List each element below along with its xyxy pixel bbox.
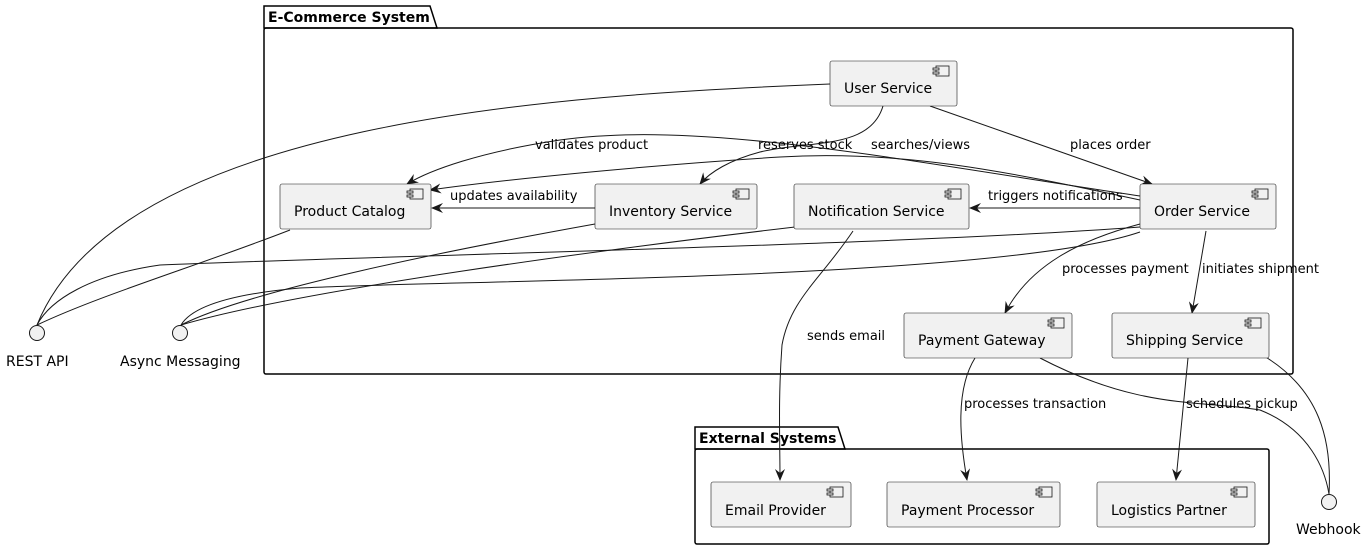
edge-processes-transaction: [960, 357, 976, 481]
component-notification-service[interactable]: Notification Service: [793, 183, 970, 230]
component-user-service[interactable]: User Service: [829, 60, 958, 107]
component-icon: [944, 188, 962, 200]
edge-processes-payment: [1004, 223, 1141, 314]
edge-user-rest: [36, 83, 831, 326]
external-package-title: External Systems: [699, 431, 836, 447]
notification-service-box[interactable]: [793, 183, 970, 230]
component-icon: [932, 65, 950, 77]
interface-async-messaging[interactable]: Async Messaging: [120, 325, 241, 371]
component-icon: [1244, 317, 1262, 329]
payment-gateway-box[interactable]: [903, 312, 1073, 359]
payment-processor-box[interactable]: [886, 481, 1061, 528]
edge-order-async: [180, 231, 1141, 326]
component-order-service[interactable]: Order Service: [1139, 183, 1277, 230]
edge-order-rest: [36, 226, 1141, 326]
component-icon: [1230, 486, 1248, 498]
component-logistics-partner[interactable]: Logistics Partner: [1096, 481, 1256, 528]
ecommerce-package-frame: [263, 27, 1294, 375]
rest-api-label: REST API: [6, 354, 69, 370]
component-shipping-service[interactable]: Shipping Service: [1111, 312, 1270, 359]
edge-gateway-webhook: [1039, 357, 1330, 495]
component-product-catalog[interactable]: Product Catalog: [279, 183, 432, 230]
payment-gateway-label: Payment Gateway: [918, 333, 1046, 349]
ecommerce-package-title: E-Commerce System: [268, 10, 430, 26]
ecommerce-package: E-Commerce System: [263, 5, 1294, 375]
user-service-label: User Service: [844, 81, 932, 97]
edge-initiates-shipment: [1188, 230, 1207, 314]
edge-labels: validates product reserves stock searche…: [450, 138, 1319, 412]
external-package-frame: [694, 448, 1270, 545]
label-searches-views: searches/views: [871, 138, 970, 153]
edge-inventory-async: [180, 223, 596, 326]
label-initiates-shipment: initiates shipment: [1202, 262, 1319, 277]
component-email-provider[interactable]: Email Provider: [710, 481, 852, 528]
label-schedules-pickup: schedules pickup: [1186, 397, 1298, 412]
edge-places-order: [929, 105, 1153, 186]
component-icon: [1047, 317, 1065, 329]
component-icon: [1251, 188, 1269, 200]
logistics-partner-box[interactable]: [1096, 481, 1256, 528]
component-icon: [732, 188, 750, 200]
label-reserves-stock: reserves stock: [758, 138, 853, 153]
edge-searches-views: [429, 155, 1141, 201]
webhook-circle[interactable]: [1321, 494, 1337, 510]
component-icon: [1035, 486, 1053, 498]
email-provider-label: Email Provider: [725, 503, 826, 519]
async-messaging-label: Async Messaging: [120, 354, 241, 370]
external-package: External Systems: [694, 426, 1270, 545]
interface-webhook[interactable]: Webhook: [1296, 494, 1362, 539]
payment-processor-label: Payment Processor: [901, 503, 1034, 519]
component-icon: [406, 188, 424, 200]
edge-notification-async: [180, 226, 796, 326]
label-processes-payment: processes payment: [1062, 262, 1189, 277]
inventory-service-label: Inventory Service: [609, 204, 732, 220]
edges: [36, 83, 1330, 495]
inventory-service-box[interactable]: [594, 183, 758, 230]
edge-shipping-webhook: [1263, 355, 1330, 495]
edge-sends-email: [774, 230, 854, 481]
label-sends-email: sends email: [807, 329, 885, 344]
shipping-service-label: Shipping Service: [1126, 333, 1243, 349]
label-updates-availability: updates availability: [450, 189, 578, 204]
component-inventory-service[interactable]: Inventory Service: [594, 183, 758, 230]
edge-catalog-rest: [36, 229, 291, 326]
order-service-label: Order Service: [1154, 204, 1250, 220]
product-catalog-label: Product Catalog: [294, 204, 405, 220]
interface-rest-api[interactable]: REST API: [6, 325, 69, 371]
label-triggers-notifications: triggers notifications: [988, 189, 1123, 204]
email-provider-box[interactable]: [710, 481, 852, 528]
label-processes-transaction: processes transaction: [964, 397, 1106, 412]
component-payment-processor[interactable]: Payment Processor: [886, 481, 1061, 528]
edge-reserves-stock: [699, 105, 884, 185]
label-validates-product: validates product: [535, 138, 648, 153]
product-catalog-box[interactable]: [279, 183, 432, 230]
user-service-box[interactable]: [829, 60, 958, 107]
label-places-order: places order: [1070, 138, 1151, 153]
component-payment-gateway[interactable]: Payment Gateway: [903, 312, 1073, 359]
shipping-service-box[interactable]: [1111, 312, 1270, 359]
order-service-box[interactable]: [1139, 183, 1277, 230]
notification-service-label: Notification Service: [808, 204, 945, 220]
edge-schedules-pickup: [1172, 357, 1189, 481]
logistics-partner-label: Logistics Partner: [1111, 503, 1227, 519]
component-icon: [826, 486, 844, 498]
webhook-label: Webhook: [1296, 522, 1362, 538]
edge-validates-product: [406, 134, 1141, 197]
rest-api-circle[interactable]: [29, 325, 45, 341]
async-messaging-circle[interactable]: [172, 325, 188, 341]
